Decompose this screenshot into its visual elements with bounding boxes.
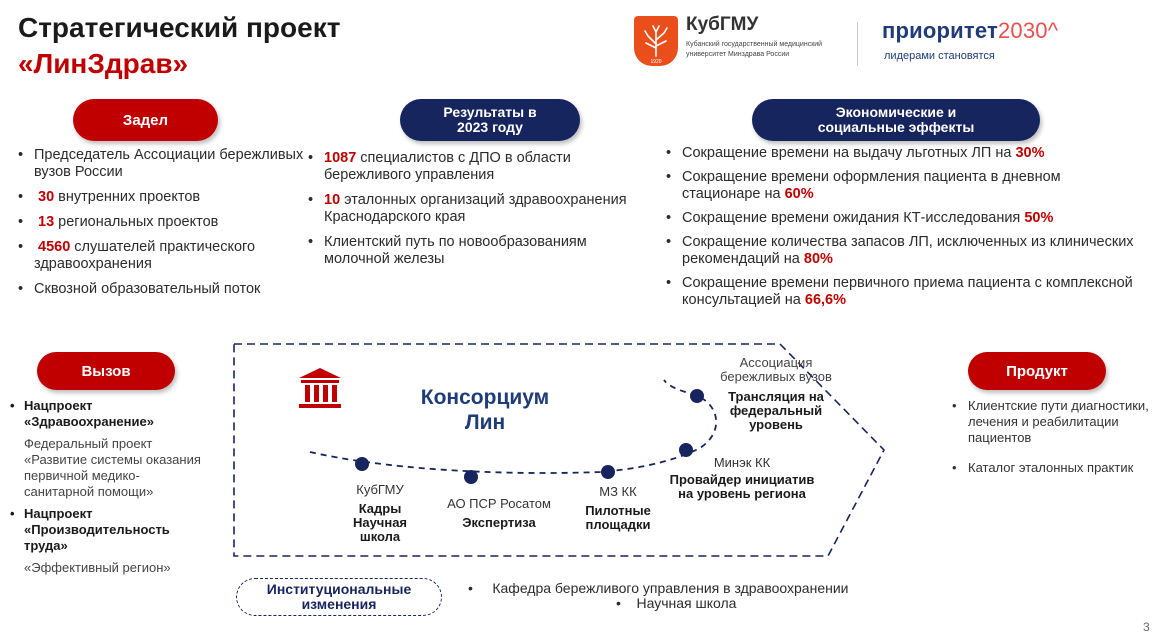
list-item: Сокращение времени оформления пациента в… (664, 169, 1134, 203)
list-item: Сокращение количества запасов ЛП, исключ… (664, 234, 1134, 268)
results-list: 1087 специалистов с ДПО в области бережл… (306, 150, 651, 276)
node-dot-rosatom (464, 470, 478, 484)
logo-year: 1920 (650, 59, 661, 65)
node-role: Пилотные площадки (585, 503, 651, 532)
zadel-list: Председатель Ассоциации бережливых вузов… (16, 147, 316, 306)
priority-number: 2030^ (997, 18, 1059, 43)
priority-slogan: лидерами становятся (884, 50, 995, 62)
list-item: 30 внутренних проектов (16, 189, 316, 206)
node-org: АО ПСР Росатом (447, 496, 551, 511)
node-kubgmu: КубГМУ Кадры Научная школа (332, 483, 428, 544)
title-line-2: «ЛинЗдрав» (18, 48, 189, 79)
product-list: Клиентские пути диагностики, лечения и р… (950, 398, 1155, 490)
kubgmu-name: КубГМУ (686, 14, 759, 35)
vyzov-heading-2: Нацпроект «Производительность труда» (8, 506, 208, 554)
node-dot-association (690, 389, 704, 403)
node-role: Экспертиза (462, 515, 536, 530)
node-dot-minek (679, 443, 693, 457)
node-org: Минэк КК (713, 455, 771, 470)
consortium-diagram (233, 343, 885, 557)
consortium-title-line-2: Лин (464, 411, 506, 434)
effects-list: Сокращение времени на выдачу льготных ЛП… (664, 145, 1134, 316)
list-item: 13 региональных проектов (16, 214, 316, 231)
vyzov-header: Вызов (37, 352, 175, 390)
effects-header-line-2: социальные эффекты (817, 119, 975, 135)
list-item: Сокращение времени ожидания КТ-исследова… (664, 210, 1134, 227)
institutional-item: • Кафедра бережливого управления в здрав… (468, 580, 849, 596)
results-header-line-2: 2023 году (457, 119, 523, 135)
node-role: Кадры Научная школа (352, 501, 408, 544)
product-header: Продукт (968, 352, 1106, 390)
logo-divider (857, 22, 858, 66)
vyzov-text-2: «Эффективный регион» (24, 560, 171, 575)
list-item: Сокращение времени первичного приема пац… (664, 275, 1134, 309)
institutional-item: • Научная школа (616, 595, 737, 611)
chevron-frame (233, 343, 885, 557)
results-header-line-1: Результаты в (443, 104, 537, 120)
institution-bank-icon (299, 368, 341, 408)
kubgmu-logo-icon: 1920 (634, 16, 678, 66)
kubgmu-subtitle: Кубанский государственный медицинский ун… (686, 41, 823, 58)
node-minek: Минэк КК Провайдер инициатив на уровень … (668, 456, 816, 501)
effects-header-line-1: Экономические и (835, 104, 957, 120)
node-association: Ассоциация бережливых вузов Трансляция н… (706, 356, 846, 432)
list-item: 1087 специалистов с ДПО в области бережл… (306, 150, 651, 184)
institutional-header-line-1: Институциональные (266, 581, 412, 597)
vyzov-text-1: Федеральный проект «Развитие системы ока… (24, 436, 201, 499)
consortium-title: Консорциум Лин (390, 385, 580, 435)
node-role: Трансляция на федеральный уровень (728, 389, 824, 432)
list-item: Клиентский путь по новообразованиям моло… (306, 234, 651, 268)
zadel-header: Задел (73, 99, 218, 141)
node-mzkk: МЗ КК Пилотные площадки (568, 485, 668, 532)
priority-word: приоритет (882, 18, 998, 43)
node-org: КубГМУ (356, 482, 404, 497)
list-item: Клиентские пути диагностики, лечения и р… (950, 398, 1155, 446)
list-item: 10 эталонных организаций здравоохранения… (306, 192, 651, 226)
node-org: МЗ КК (599, 484, 637, 499)
node-role: Провайдер инициатив на уровень региона (669, 472, 815, 501)
node-dot-mzkk (601, 465, 615, 479)
consortium-title-line-1: Консорциум (420, 386, 550, 409)
list-item: Каталог эталонных практик (950, 460, 1155, 476)
page-title: Стратегический проект «ЛинЗдрав» (18, 10, 340, 82)
vyzov-content: Нацпроект «Здравоохранение» Федеральный … (8, 398, 208, 582)
node-dot-kubgmu (355, 457, 369, 471)
institutional-header-line-2: изменения (301, 596, 377, 612)
vyzov-heading-1: Нацпроект «Здравоохранение» (8, 398, 208, 430)
title-line-1: Стратегический проект (18, 12, 341, 43)
list-item: 4560 слушателей практического здравоохра… (16, 239, 316, 273)
node-rosatom: АО ПСР Росатом Экспертиза (444, 497, 554, 530)
list-item: Председатель Ассоциации бережливых вузов… (16, 147, 316, 181)
list-item: Сокращение времени на выдачу льготных ЛП… (664, 145, 1134, 162)
node-org: Ассоциация бережливых вузов (720, 355, 832, 384)
list-item: Сквозной образовательный поток (16, 281, 316, 298)
priority-2030-logo: приоритет2030^ (882, 18, 1058, 44)
page-number: 3 (1143, 620, 1150, 634)
